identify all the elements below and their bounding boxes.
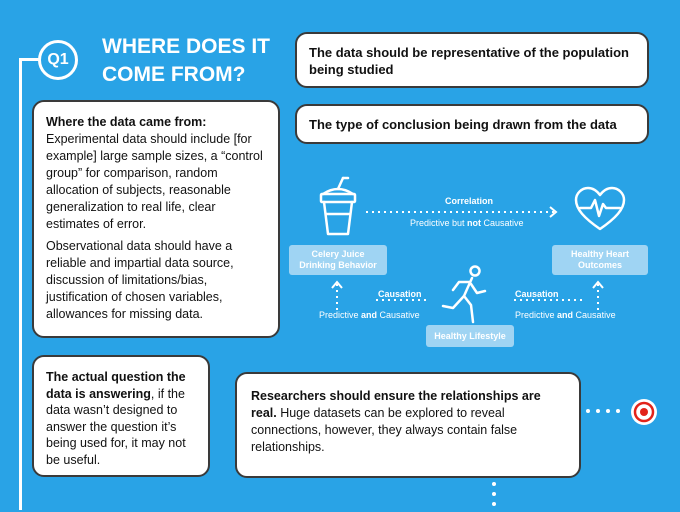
healthy-heart-label: Healthy Heart Outcomes [552, 245, 648, 275]
cause-sub-right-bold: and [557, 310, 574, 320]
question-badge: Q1 [38, 40, 78, 80]
healthy-lifestyle-label-text: Healthy Lifestyle [434, 330, 506, 341]
representative-text: The data should be representative of the… [309, 45, 629, 77]
question-rest-text: , if the data wasn’t designed to answer … [46, 386, 186, 467]
celery-juice-label-line1: Celery Juice [311, 249, 365, 259]
corr-sub-bold: not [467, 218, 482, 228]
correlation-arrow [366, 206, 558, 218]
question-bold-text: The actual question the data is answerin… [46, 370, 186, 401]
cause-sub-left-bold: and [361, 310, 378, 320]
heart-icon [574, 186, 626, 231]
cause-sub-right-pre: Predictive [515, 310, 558, 320]
juice-cup-icon [319, 176, 357, 236]
runner-icon [441, 265, 487, 324]
causation-line-right [514, 299, 586, 301]
researchers-card: Researchers should ensure the relationsh… [235, 372, 581, 478]
causation-sublabel-right: Predictive and Causative [515, 310, 616, 320]
representative-card: The data should be representative of the… [295, 32, 649, 88]
experimental-text: Experimental data should include [for ex… [46, 132, 263, 231]
correlation-sublabel: Predictive but not Causative [410, 218, 524, 228]
researchers-rest-text: Huge datasets can be explored to reveal … [251, 406, 518, 454]
dotted-connector-down [492, 482, 496, 512]
causation-sublabel-left: Predictive and Causative [319, 310, 420, 320]
conclusion-card: The type of conclusion being drawn from … [295, 104, 649, 144]
correlation-label: Correlation [445, 196, 494, 206]
observational-text: Observational data should have a reliabl… [46, 239, 234, 321]
celery-juice-label-line2: Drinking Behavior [299, 260, 377, 270]
celery-juice-label: Celery Juice Drinking Behavior [289, 245, 387, 275]
target-icon [631, 399, 657, 425]
dotted-connector-right [586, 409, 626, 413]
cause-sub-left-post: Causative [377, 310, 420, 320]
healthy-heart-label-line1: Healthy Heart [570, 249, 630, 259]
researchers-bold-text: Researchers should ensure the relationsh… [251, 389, 541, 420]
causation-label-left: Causation [378, 289, 422, 299]
cause-sub-left-pre: Predictive [319, 310, 362, 320]
question-card: The actual question the data is answerin… [32, 355, 210, 477]
corr-sub-post: Causative [481, 218, 524, 228]
data-source-heading: Where the data came from: [46, 115, 207, 129]
causation-arrow-right [592, 280, 604, 310]
causation-arrow-left [331, 280, 343, 310]
corr-sub-pre: Predictive but [410, 218, 468, 228]
causation-label-right: Causation [515, 289, 559, 299]
conclusion-text: The type of conclusion being drawn from … [309, 116, 617, 132]
timeline-connector [19, 58, 39, 61]
cause-sub-right-post: Causative [573, 310, 616, 320]
page-title-line2: COME FROM? [102, 63, 246, 86]
page-title-line1: WHERE DOES IT [102, 35, 271, 58]
data-source-card: Where the data came from: Experimental d… [32, 100, 280, 338]
page-title: WHERE DOES IT COME FROM? [102, 33, 282, 89]
healthy-heart-label-line2: Outcomes [577, 260, 622, 270]
healthy-lifestyle-label: Healthy Lifestyle [426, 325, 514, 347]
timeline-line [19, 58, 22, 510]
